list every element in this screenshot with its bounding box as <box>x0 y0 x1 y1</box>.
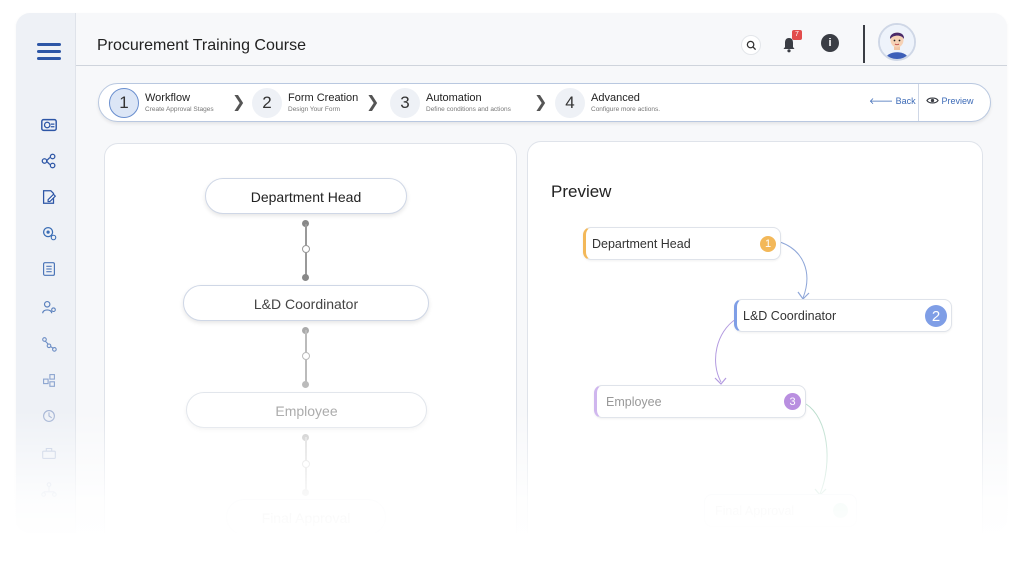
preview-title: Preview <box>551 182 612 201</box>
connector-dot <box>302 489 309 496</box>
step-title: Advanced <box>591 92 640 104</box>
preview-label: Preview <box>941 96 974 106</box>
eye-icon <box>926 97 939 104</box>
step-number: 4 <box>555 88 585 118</box>
stepper-divider <box>918 84 919 121</box>
form-edit-icon[interactable] <box>38 186 60 208</box>
step-subtitle: Design Your Form <box>288 106 341 113</box>
back-button[interactable]: 🡐 Back <box>869 96 916 107</box>
step-subtitle: Create Approval Stages <box>145 106 214 113</box>
hierarchy-icon[interactable] <box>38 369 60 391</box>
step-number: 1 <box>109 88 139 118</box>
workflow-builder-panel: Department Head L&D Coordinator Employee… <box>104 143 517 533</box>
preview-node-label: Employee <box>606 394 662 409</box>
notification-badge: 7 <box>792 30 802 40</box>
header-divider <box>863 25 865 63</box>
step-number: 3 <box>390 88 420 118</box>
history-icon[interactable] <box>38 405 60 427</box>
info-icon[interactable]: i <box>821 34 839 52</box>
step-title: Form Creation <box>288 92 359 104</box>
preview-panel: Preview Department Head 1 L&D Coordinato… <box>527 141 983 533</box>
connector-dot <box>302 381 309 388</box>
preview-node-label: Final Approval <box>715 503 795 518</box>
preview-node[interactable]: Employee 3 <box>594 385 806 418</box>
chevron-right-icon: ❯ <box>232 94 246 111</box>
add-stage-icon[interactable] <box>302 460 310 468</box>
preview-node-label: Department Head <box>592 236 691 251</box>
chevron-right-icon: ❯ <box>366 94 380 111</box>
arrow-left-icon: 🡐 <box>869 96 894 106</box>
workflow-node[interactable]: Employee <box>186 392 427 428</box>
preview-node[interactable]: Department Head 1 <box>583 227 781 260</box>
preview-node[interactable]: Final Approval <box>704 494 857 527</box>
progress-stepper: 1 Workflow Create Approval Stages ❯ 2 Fo… <box>98 83 991 122</box>
back-label: Back <box>895 96 916 106</box>
bell-icon[interactable]: 7 <box>779 30 802 54</box>
workflow-node[interactable]: Final Approval <box>226 499 386 533</box>
step-advanced[interactable]: 4 Advanced Configure more actions. <box>555 88 660 118</box>
step-workflow[interactable]: 1 Workflow Create Approval Stages <box>109 88 214 118</box>
order-badge: 2 <box>925 305 947 327</box>
preview-button[interactable]: Preview <box>926 96 974 106</box>
step-automation[interactable]: 3 Automation Define conditions and actio… <box>390 88 511 118</box>
document-list-icon[interactable] <box>38 258 60 280</box>
app-window: Procurement Training Course 7 i <box>16 13 1007 533</box>
order-badge <box>833 503 848 518</box>
step-number: 2 <box>252 88 282 118</box>
chevron-right-icon: ❯ <box>534 94 548 111</box>
step-form-creation[interactable]: 2 Form Creation Design Your Form <box>252 88 358 118</box>
workflow-node[interactable]: Department Head <box>205 178 407 214</box>
add-stage-icon[interactable] <box>302 352 310 360</box>
step-title: Automation <box>426 92 482 104</box>
network-icon[interactable] <box>38 333 60 355</box>
connector-dot <box>302 274 309 281</box>
top-header: Procurement Training Course 7 i <box>76 13 1007 66</box>
dashboard-icon[interactable] <box>38 114 60 136</box>
workflow-icon[interactable] <box>38 150 60 172</box>
sidebar <box>16 13 76 533</box>
workflow-node[interactable]: L&D Coordinator <box>183 285 429 321</box>
preview-node[interactable]: L&D Coordinator 2 <box>734 299 952 332</box>
menu-icon[interactable] <box>37 43 61 61</box>
page-title: Procurement Training Course <box>97 37 306 54</box>
step-title: Workflow <box>145 92 191 104</box>
step-subtitle: Define conditions and actions <box>426 106 511 113</box>
tree-icon[interactable] <box>38 479 60 501</box>
step-subtitle: Configure more actions. <box>591 106 661 113</box>
toolbox-icon[interactable] <box>38 442 60 464</box>
avatar[interactable] <box>878 23 916 61</box>
order-badge: 3 <box>784 393 801 410</box>
connector-dot <box>302 220 309 227</box>
preview-node-label: L&D Coordinator <box>743 308 837 323</box>
order-badge: 1 <box>760 236 776 252</box>
user-settings-icon[interactable] <box>38 296 60 318</box>
settings-gear-icon[interactable] <box>38 222 60 244</box>
add-stage-icon[interactable] <box>302 245 310 253</box>
search-icon[interactable] <box>741 35 761 55</box>
